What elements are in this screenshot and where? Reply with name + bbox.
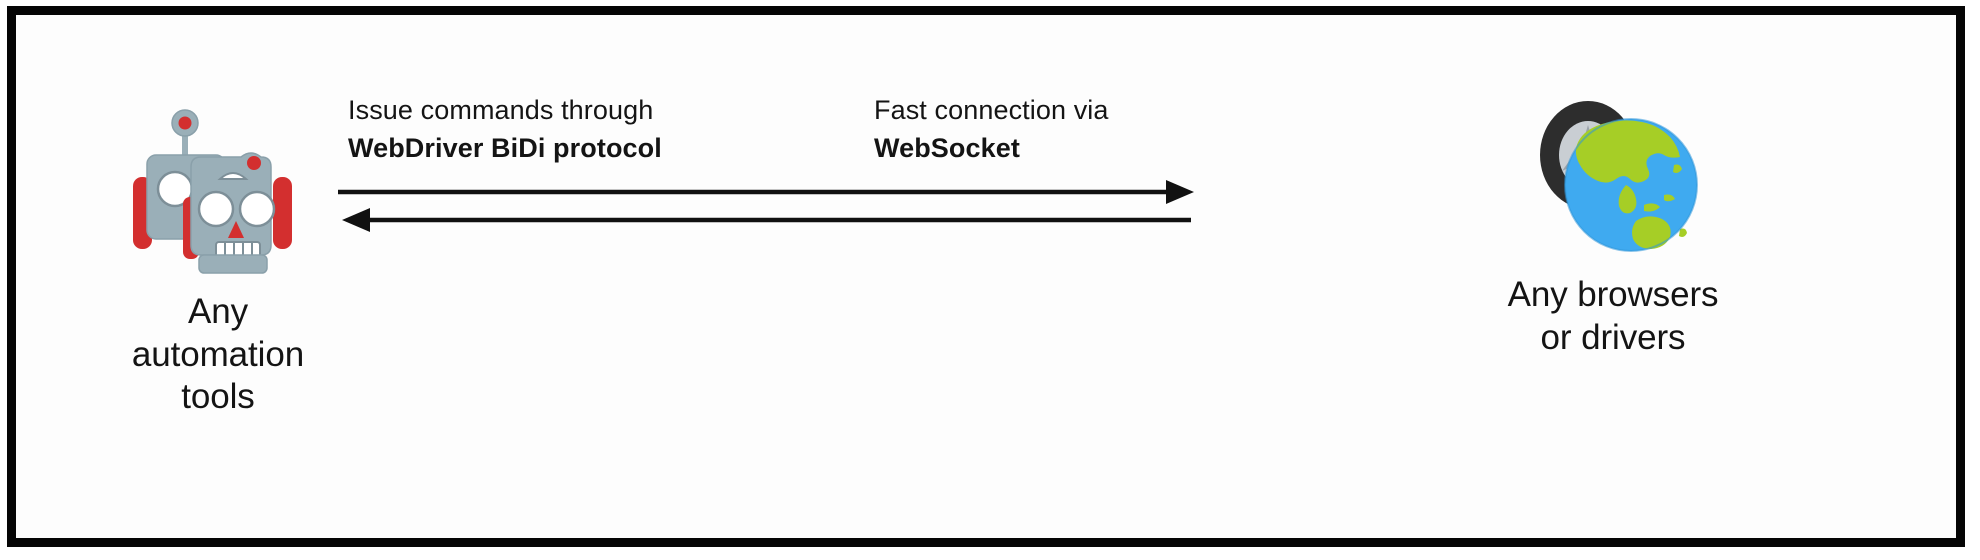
diagram-canvas: Any automation tools Issue commands thro… bbox=[16, 15, 1956, 538]
label-commands: Issue commands through WebDriver BiDi pr… bbox=[348, 91, 662, 168]
label-connection-line-1: Fast connection via bbox=[874, 95, 1109, 125]
globe-with-tire-icon bbox=[1518, 93, 1708, 268]
node-browsers-drivers: Any browsers or drivers bbox=[1448, 93, 1778, 359]
robot-icon bbox=[123, 105, 313, 277]
node-automation-tools: Any automation tools bbox=[68, 105, 368, 419]
arrow-left-to-right bbox=[338, 180, 1194, 204]
label-commands-line-2: WebDriver BiDi protocol bbox=[348, 133, 662, 164]
node-automation-tools-caption: Any automation tools bbox=[131, 292, 305, 417]
label-connection-line-2: WebSocket bbox=[874, 133, 1020, 164]
arrow-right-to-left bbox=[342, 208, 1191, 232]
node-browsers-drivers-caption: Any browsers or drivers bbox=[1507, 275, 1719, 357]
diagram-frame: Any automation tools Issue commands thro… bbox=[7, 6, 1965, 547]
label-connection: Fast connection via WebSocket bbox=[874, 91, 1109, 168]
globe-asia-australia-icon bbox=[1564, 118, 1698, 252]
arrow-group bbox=[338, 180, 1198, 238]
label-commands-line-1: Issue commands through bbox=[348, 95, 654, 125]
